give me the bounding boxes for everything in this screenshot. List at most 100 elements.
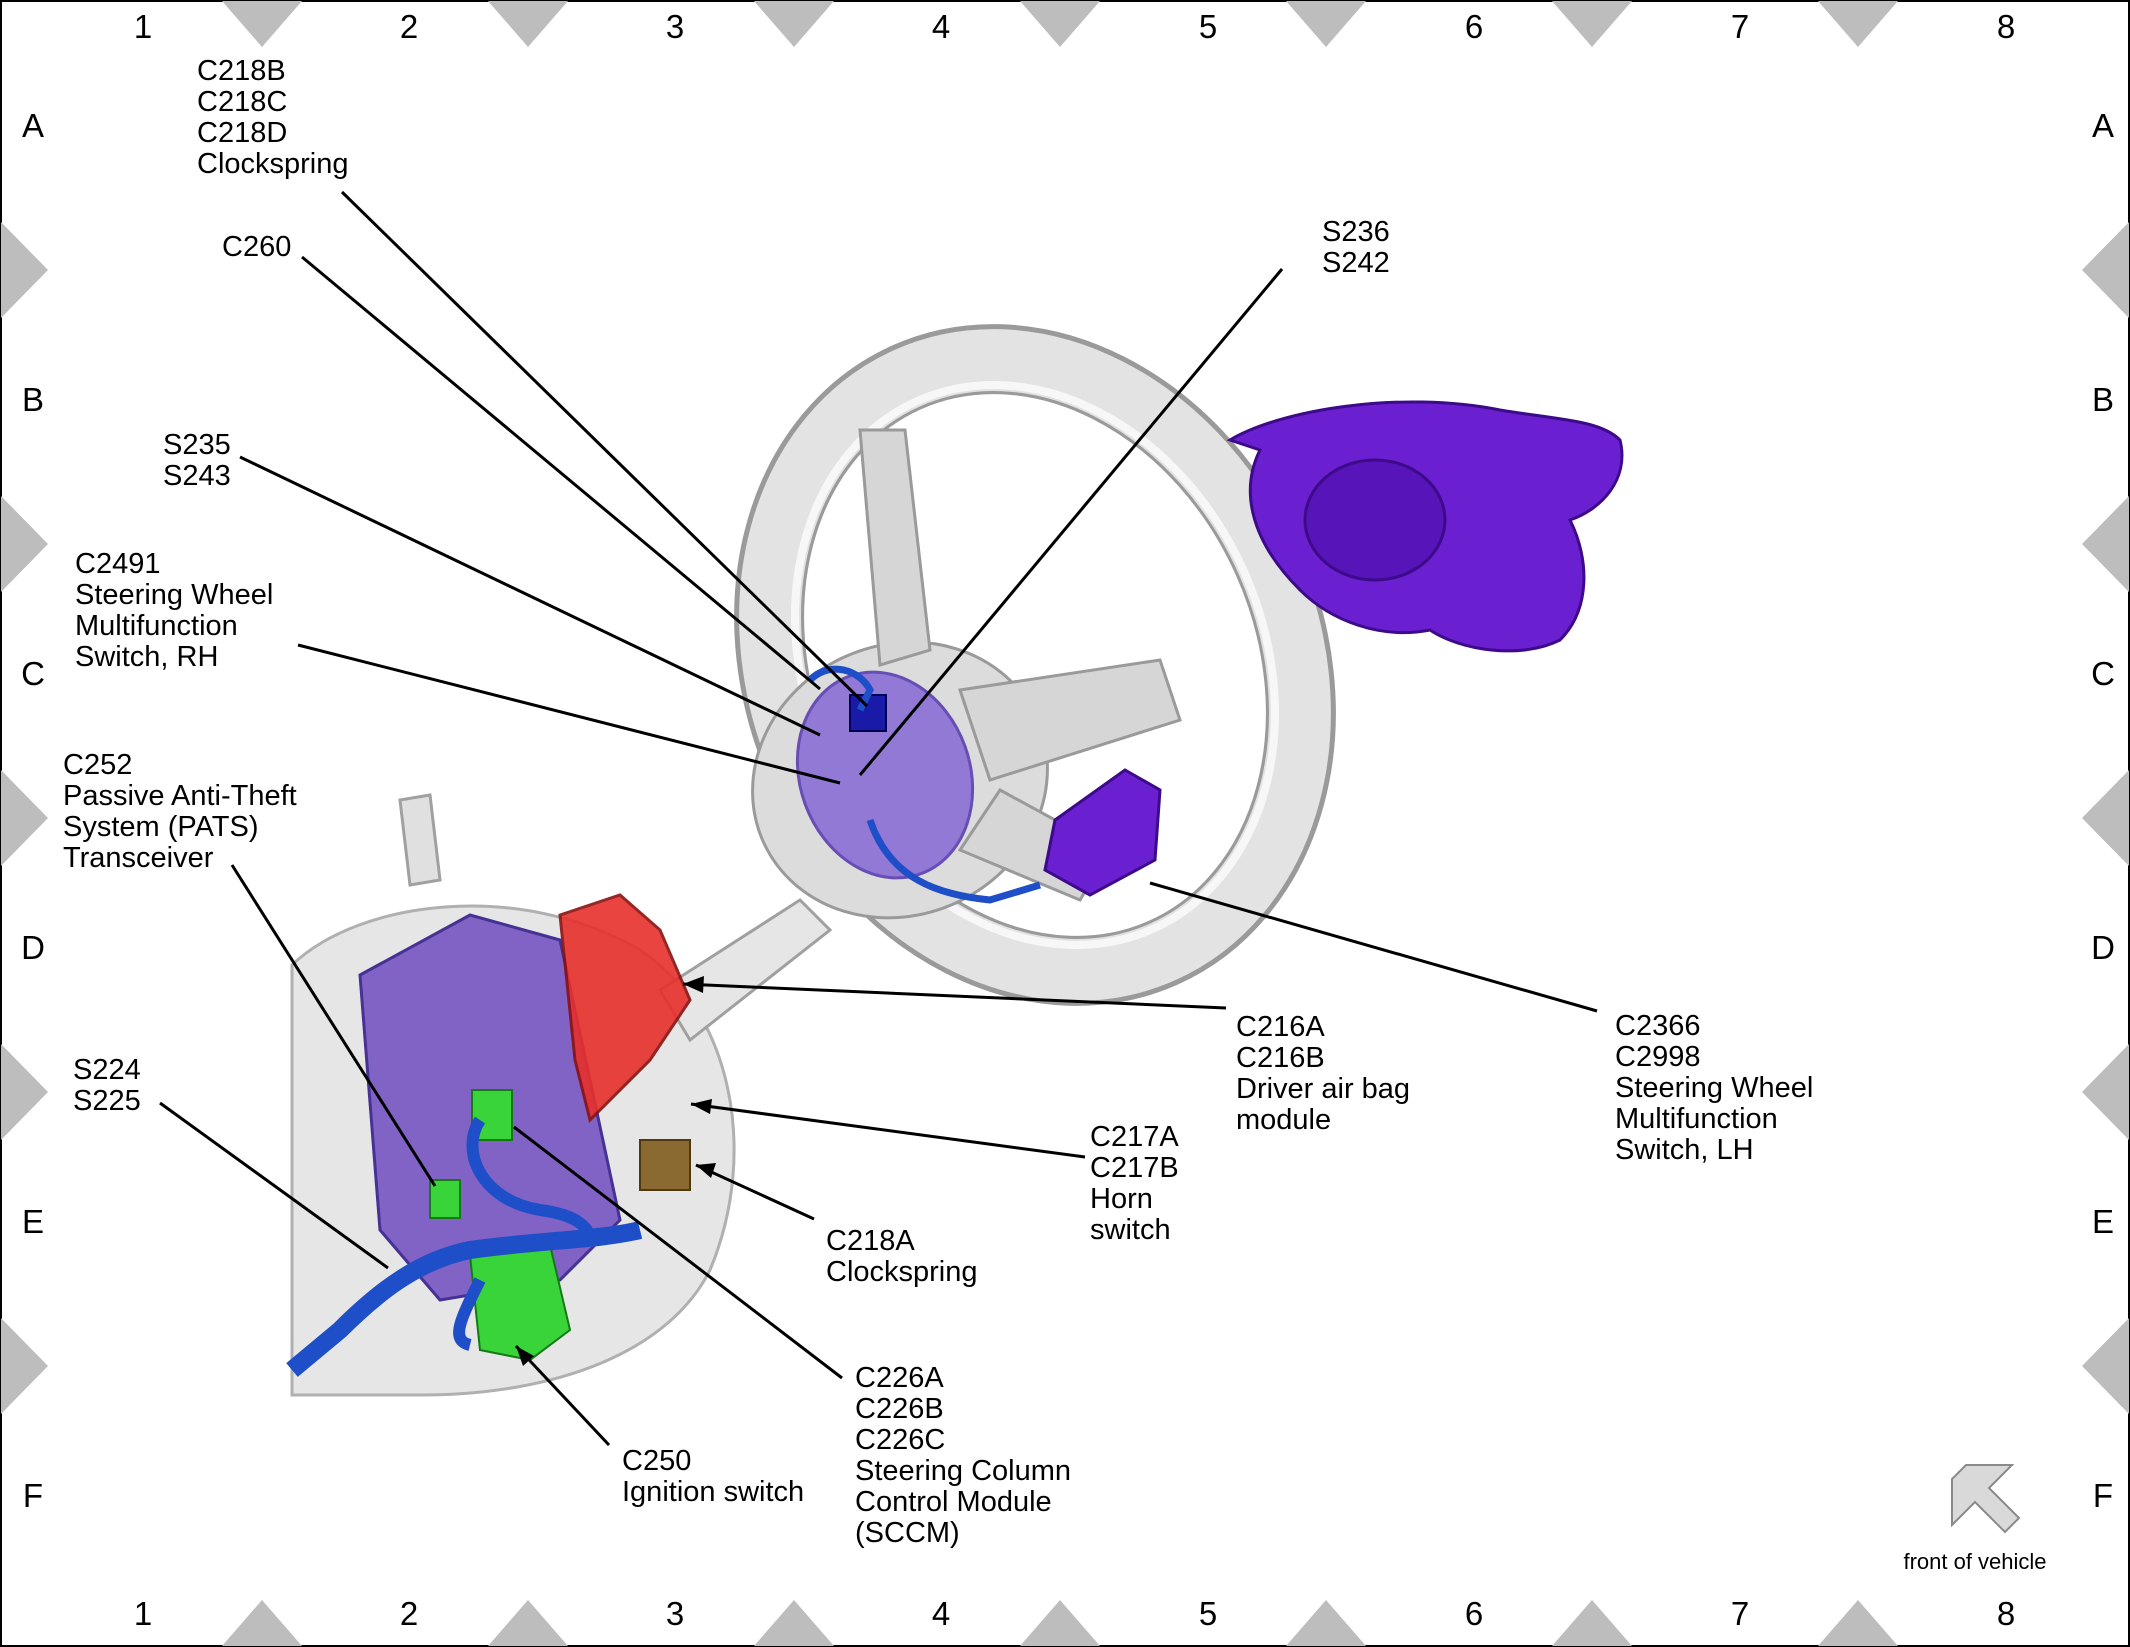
grid-row-label: F	[23, 1477, 43, 1514]
grid-column-label: 6	[1465, 8, 1483, 45]
grid-column-label: 1	[134, 1595, 152, 1632]
grid-column-label: 4	[932, 8, 950, 45]
callout-line: Steering Wheel	[75, 579, 273, 611]
leader-c216	[682, 982, 1227, 1010]
callout-line: System (PATS)	[63, 811, 259, 843]
callout-line: C217B	[1090, 1152, 1179, 1184]
callout-line: Transceiver	[63, 842, 214, 874]
callout-line: S242	[1322, 247, 1390, 279]
leader-s236	[858, 268, 1284, 776]
callout-line: C218D	[197, 117, 287, 149]
callout-line: C217A	[1090, 1121, 1179, 1153]
callout-line: Horn	[1090, 1183, 1153, 1215]
grid-row-label: E	[2092, 1203, 2114, 1240]
callout-c260: C260	[222, 231, 291, 263]
grid-row-label: A	[2092, 107, 2114, 144]
callout-line: Multifunction	[75, 610, 238, 642]
callout-line: Clockspring	[826, 1256, 978, 1288]
leader-c2491	[297, 643, 841, 785]
grid-column-label: 2	[400, 1595, 418, 1632]
callout-line: C226A	[855, 1362, 944, 1394]
front-of-vehicle-indicator: front of vehicle	[1903, 1464, 2047, 1574]
callout-line: C260	[222, 231, 291, 263]
grid-column-label: 7	[1731, 8, 1749, 45]
leader-c217	[690, 1102, 1086, 1159]
front-arrow-icon	[1951, 1464, 2021, 1534]
callout-line: S235	[163, 429, 231, 461]
callout-line: C2998	[1615, 1041, 1700, 1073]
callout-line: C216B	[1236, 1042, 1325, 1074]
callout-line: C218B	[197, 55, 286, 87]
grid-column-label: 5	[1199, 1595, 1217, 1632]
callout-line: Ignition switch	[622, 1476, 804, 1508]
callout-line: Clockspring	[197, 148, 349, 180]
grid-column-label: 4	[932, 1595, 950, 1632]
leader-c260	[301, 255, 821, 691]
grid-column-label: 6	[1465, 1595, 1483, 1632]
callout-labels: C218BC218CC218DClockspringC260S235S243C2…	[63, 55, 1813, 1549]
grid-row-label: D	[2091, 929, 2115, 966]
grid-column-label: 3	[666, 1595, 684, 1632]
callout-line: Multifunction	[1615, 1103, 1778, 1135]
grid-column-label: 7	[1731, 1595, 1749, 1632]
grid-row-label: E	[22, 1203, 44, 1240]
callout-line: module	[1236, 1104, 1331, 1136]
callout-line: C250	[622, 1445, 691, 1477]
grid-column-label: 3	[666, 8, 684, 45]
grid-column-label: 5	[1199, 8, 1217, 45]
leader-s235	[239, 455, 821, 737]
callout-line: Driver air bag	[1236, 1073, 1410, 1105]
callout-line: (SCCM)	[855, 1517, 960, 1549]
driver-airbag-module	[1226, 400, 1624, 653]
callout-line: switch	[1090, 1214, 1171, 1246]
front-of-vehicle-label: front of vehicle	[1903, 1549, 2046, 1574]
steering-column	[286, 793, 833, 1397]
callout-line: C216A	[1236, 1011, 1325, 1043]
grid-column-label: 8	[1997, 8, 2015, 45]
callout-line: Passive Anti-Theft	[63, 780, 297, 812]
grid-column-label: 8	[1997, 1595, 2015, 1632]
component-artwork	[286, 324, 1624, 1397]
leader-c226	[513, 1125, 843, 1380]
callout-line: C252	[63, 749, 132, 781]
callout-line: C2491	[75, 548, 160, 580]
callout-line: Switch, LH	[1615, 1134, 1754, 1166]
callout-line: C226B	[855, 1393, 944, 1425]
leader-arrowheads	[516, 976, 716, 1366]
grid-column-label: 1	[134, 8, 152, 45]
callout-line: Switch, RH	[75, 641, 218, 673]
callout-line: S225	[73, 1085, 141, 1117]
leader-s224	[159, 1101, 389, 1270]
callout-line: C2366	[1615, 1010, 1700, 1042]
steering-wheel-switch-lh	[1043, 768, 1162, 897]
callout-leaders	[159, 190, 1598, 1447]
grid-row-label: F	[2093, 1477, 2113, 1514]
grid-row-label: C	[21, 655, 45, 692]
leader-c218a	[695, 1163, 815, 1221]
callout-line: S243	[163, 460, 231, 492]
grid-row-label: B	[2092, 381, 2114, 418]
callout-line: Steering Column	[855, 1455, 1071, 1487]
clockspring-assembly	[795, 665, 1042, 904]
grid-column-label: 2	[400, 8, 418, 45]
callout-line: C218A	[826, 1225, 915, 1257]
callout-line: C218C	[197, 86, 287, 118]
leader-c218b	[340, 190, 869, 708]
callout-line: S236	[1322, 216, 1390, 248]
